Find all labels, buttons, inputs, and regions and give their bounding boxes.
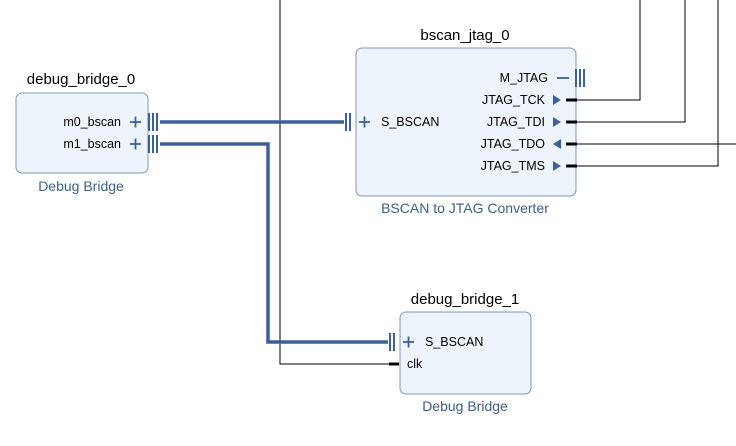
- net-jtag-tms[interactable]: [566, 0, 719, 167]
- input-arrow-icon: [553, 139, 561, 149]
- pin-m1-bscan-label: m1_bscan: [63, 137, 121, 151]
- output-arrow-icon: [553, 117, 561, 127]
- block-instance-name: bscan_jtag_0: [420, 27, 509, 44]
- block-debug-bridge-0[interactable]: debug_bridge_0 Debug Bridge m0_bscan m1_…: [15, 71, 158, 194]
- plus-icon[interactable]: [403, 336, 414, 348]
- net-jtag-tdi[interactable]: [566, 0, 686, 123]
- block-bscan-jtag-0[interactable]: bscan_jtag_0 BSCAN to JTAG Converter S_B…: [345, 27, 585, 216]
- pin-m0-bscan-label: m0_bscan: [63, 115, 121, 129]
- output-arrow-icon: [553, 95, 561, 105]
- plus-icon[interactable]: [130, 138, 141, 150]
- net-jtag-tck[interactable]: [566, 0, 641, 101]
- block-body[interactable]: [399, 311, 532, 395]
- pin-jtag-tck-label: JTAG_TCK: [482, 93, 546, 107]
- interface-port-m-jtag[interactable]: [575, 69, 585, 87]
- block-body[interactable]: [15, 92, 149, 174]
- block-type-label: BSCAN to JTAG Converter: [381, 200, 549, 216]
- block-instance-name: debug_bridge_0: [27, 71, 135, 88]
- intf-net-m1-bscan[interactable]: [160, 142, 388, 344]
- pin-jtag-tdo-label: JTAG_TDO: [481, 137, 546, 151]
- block-instance-name: debug_bridge_1: [411, 291, 519, 308]
- pin-s-bscan-label: S_BSCAN: [425, 335, 483, 349]
- block-type-label: Debug Bridge: [422, 398, 508, 414]
- pin-s-bscan-label: S_BSCAN: [381, 115, 439, 129]
- interface-port-m0-bscan[interactable]: [148, 113, 158, 131]
- pin-jtag-tdi-label: JTAG_TDI: [487, 115, 545, 129]
- nets: [160, 0, 736, 365]
- pin-m-jtag-label: M_JTAG: [500, 71, 548, 85]
- block-debug-bridge-1[interactable]: debug_bridge_1 Debug Bridge S_BSCAN clk: [389, 291, 532, 414]
- interface-port-s-bscan[interactable]: [345, 113, 351, 131]
- pin-jtag-tms-label: JTAG_TMS: [481, 159, 545, 173]
- interface-port-m1-bscan[interactable]: [148, 135, 158, 153]
- interface-port-s-bscan[interactable]: [389, 333, 395, 351]
- plus-icon[interactable]: [359, 116, 370, 128]
- output-arrow-icon: [553, 161, 561, 171]
- block-type-label: Debug Bridge: [38, 178, 124, 194]
- pin-clk-label: clk: [407, 357, 423, 371]
- plus-icon[interactable]: [130, 116, 141, 128]
